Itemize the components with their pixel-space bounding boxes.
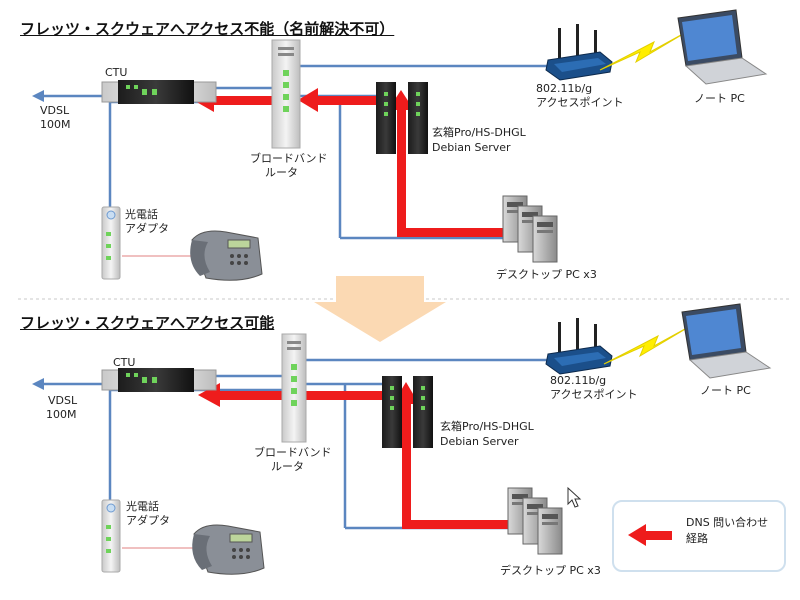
nas-server-icon [382, 376, 433, 448]
legend: DNS 問い合わせ 経路 [612, 500, 786, 572]
router-label-line1: ブロードバンド [254, 446, 332, 459]
phone-adapter-icon [101, 499, 121, 573]
server-label-line2: Debian Server [440, 435, 519, 448]
laptop-label: ノート PC [694, 92, 745, 105]
vdsl-speed-label: 100M [46, 408, 77, 421]
desktop-label: デスクトップ PC x3 [500, 564, 601, 577]
laptop-icon [677, 9, 768, 85]
router-icon [271, 39, 301, 149]
wireless-access-point-icon [545, 24, 613, 81]
ctu-label: CTU [105, 66, 128, 79]
server-label-line2: Debian Server [432, 141, 511, 154]
desktop-pc-icon [507, 487, 563, 555]
router-icon [281, 333, 307, 443]
ap-label-line2: アクセスポイント [550, 388, 638, 401]
vdsl-speed-label: 100M [40, 118, 71, 131]
section-2-title: フレッツ・スクウェアへアクセス可能 [20, 314, 275, 332]
wireless-signal [599, 29, 691, 71]
laptop-label: ノート PC [700, 384, 751, 397]
telephone-icon [190, 230, 263, 281]
vdsl-label: VDSL [40, 104, 70, 117]
legend-label-line2: 経路 [686, 532, 708, 545]
phone-adapter-icon [101, 206, 121, 280]
desktop-label: デスクトップ PC x3 [496, 268, 597, 281]
ctu-device-icon [101, 368, 217, 392]
cursor-icon [567, 486, 582, 508]
router-label-line2: ルータ [265, 166, 298, 179]
phone-adapter-label-line1: 光電話 [125, 208, 158, 221]
server-label-line1: 玄箱Pro/HS-DHGL [440, 420, 534, 433]
router-label-line1: ブロードバンド [250, 152, 328, 165]
router-label-line2: ルータ [271, 460, 304, 473]
laptop-icon [681, 303, 772, 379]
dns-route-arrows-1 [193, 88, 503, 237]
phone-adapter-label-line2: アダプタ [125, 222, 169, 235]
desktop-pc-icon [502, 195, 558, 263]
dns-route-arrows-2 [198, 382, 508, 529]
phone-adapter-label-line2: アダプタ [126, 514, 170, 527]
legend-label-line1: DNS 問い合わせ [686, 516, 769, 529]
section-1-title: フレッツ・スクウェアへアクセス不能（名前解決不可） [20, 20, 395, 38]
wireless-signal [603, 323, 695, 365]
legend-red-arrow-icon [628, 524, 672, 546]
transition-arrow [314, 276, 446, 342]
ap-label-line2: アクセスポイント [536, 96, 624, 109]
ctu-label: CTU [113, 356, 136, 369]
wireless-access-point-icon [545, 318, 613, 375]
nas-server-icon [376, 82, 428, 154]
server-label-line1: 玄箱Pro/HS-DHGL [432, 126, 526, 139]
ap-label-line1: 802.11b/g [536, 82, 593, 95]
vdsl-label: VDSL [48, 394, 78, 407]
telephone-icon [192, 524, 265, 575]
ctu-device-icon [101, 80, 217, 104]
ap-label-line1: 802.11b/g [550, 374, 607, 387]
phone-adapter-label-line1: 光電話 [126, 500, 159, 513]
